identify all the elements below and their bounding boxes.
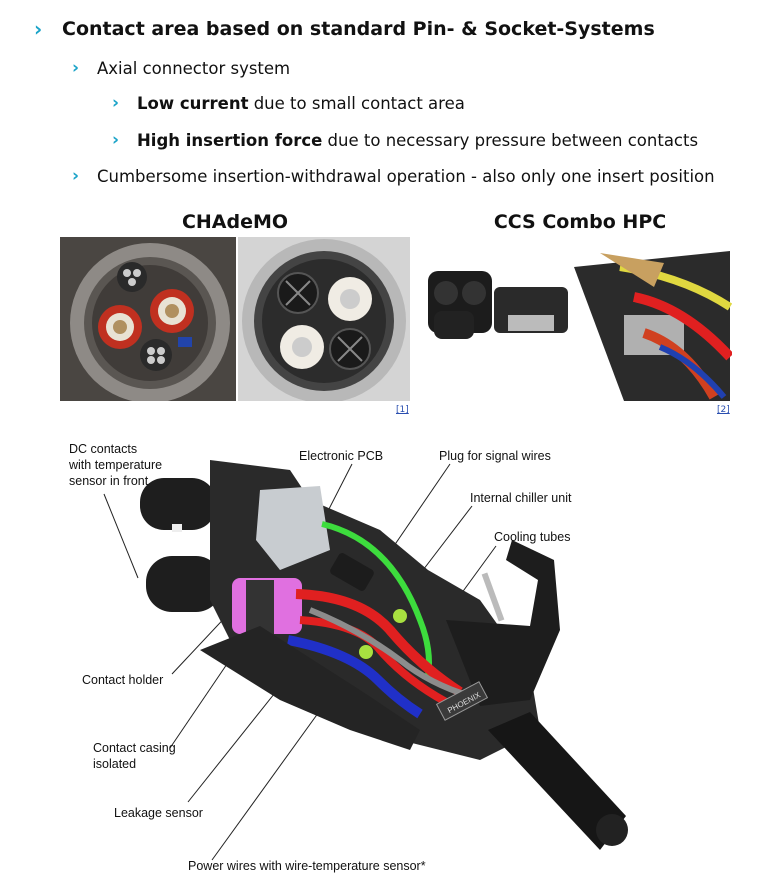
chademo-photo-socket (60, 237, 236, 401)
hpc-connector-diagram: PHOENIX (60, 430, 650, 882)
bullet-low-current-rest: due to small contact area (248, 94, 465, 113)
label-dc-contacts-line: with temperature (69, 458, 163, 472)
bullet-chevron-icon: › (72, 58, 80, 78)
label-dc-contacts-line: sensor in front (69, 474, 149, 488)
label-contact-casing-line: Contact casing (93, 741, 176, 755)
label-leakage-sensor: Leakage sensor (114, 806, 203, 820)
bullet-chevron-icon: › (112, 93, 120, 113)
bullet-chevron-icon: › (112, 130, 120, 150)
bullet-low-current: Low current due to small contact area (137, 94, 465, 113)
bullet-chevron-icon: › (34, 17, 43, 41)
bullet-contact-area: Contact area based on standard Pin- & So… (62, 18, 655, 40)
bullet-low-current-bold: Low current (137, 94, 249, 113)
bullet-high-insertion-rest: due to necessary pressure between contac… (322, 131, 699, 150)
bullet-cumbersome: Cumbersome insertion-withdrawal operatio… (97, 167, 715, 186)
bullet-high-insertion: High insertion force due to necessary pr… (137, 131, 698, 150)
label-dc-contacts: DC contacts with temperature sensor in f… (69, 441, 162, 489)
label-contact-casing: Contact casing isolated (93, 740, 176, 772)
bullet-axial-connector: Axial connector system (97, 59, 291, 78)
chademo-photo-plug (238, 237, 410, 401)
label-contact-holder: Contact holder (82, 673, 164, 687)
chademo-caption: CHAdeMO (181, 211, 289, 233)
label-power-wires: Power wires with wire-temperature sensor… (188, 859, 426, 873)
ref-link-2[interactable]: [2] (717, 405, 730, 415)
label-internal-chiller: Internal chiller unit (470, 491, 572, 505)
ref-link-1[interactable]: [1] (396, 405, 409, 415)
bullet-chevron-icon: › (72, 166, 80, 186)
label-plug-signal-wires: Plug for signal wires (439, 449, 551, 463)
ccs-caption: CCS Combo HPC (493, 211, 667, 233)
label-electronic-pcb: Electronic PCB (299, 449, 384, 463)
label-cooling-tubes: Cooling tubes (494, 530, 571, 544)
label-dc-contacts-line: DC contacts (69, 442, 138, 456)
label-contact-casing-line: isolated (93, 757, 137, 771)
bullet-high-insertion-bold: High insertion force (137, 131, 323, 150)
ccs-photo (424, 237, 732, 401)
